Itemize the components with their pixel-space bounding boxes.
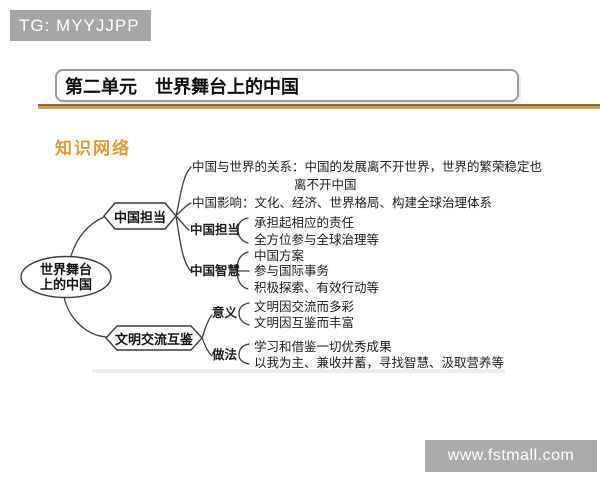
leaf-zuofa-1: 学习和借鉴一切优秀成果 [254,340,392,354]
branch2-label: 文明交流互鉴 [114,331,193,347]
edge-branch1-node1 [175,215,190,231]
tg-badge-text: TG: MYYJJPP [19,16,140,35]
leaf-dandang-1: 承担起相应的责任 [254,216,355,230]
leaf-zuofa-2: 以我为主、兼收并蓄，寻找智慧、汲取营养等 [254,356,505,370]
leaf-relation-line1: 中国与世界的关系：中国的发展离不开世界，世界的繁荣稳定也 [192,160,543,174]
leaf-yiyi-2: 文明因互鉴而丰富 [254,316,355,330]
scan-artifact-band [92,369,505,373]
edge-branch2-node2 [201,337,213,357]
edge-root-to-branch1 [69,216,105,260]
watermark-box: www.fstmall.com [425,440,597,472]
leaf-zhihui-1: 中国方案 [254,249,305,263]
leaf-influence: 中国影响：文化、经济、世界格局、构建全球治理体系 [192,196,493,210]
edge-branch2-node1 [201,314,213,339]
subnode-zhihui-label: 中国智慧 [190,264,241,278]
leaf-zhihui-2: 参与国际事务 [254,264,330,278]
unit-header-box: 第二单元 世界舞台上的中国 [55,69,519,102]
branch1-label: 中国担当 [113,209,166,225]
header-rule [38,104,600,109]
root-label-line2: 上的中国 [39,277,92,292]
edge-branch1-leaf1 [175,166,192,217]
edge-branch1-node2 [175,215,192,272]
edge-root-to-branch2 [63,296,107,338]
edge-branch1-leaf2 [175,202,192,217]
tg-badge: TG: MYYJJPP [10,10,151,41]
brace-yiyi [238,302,250,326]
leaf-yiyi-1: 文明因交流而多彩 [254,300,355,314]
root-node-label: 世界舞台 上的中国 [21,262,111,292]
leaf-relation-line2: 离不开中国 [294,178,357,192]
root-label-line1: 世界舞台 [39,262,92,277]
subnode-dandang-label: 中国担当 [190,223,241,237]
brace-zuofa [238,343,250,365]
leaf-zhihui-3: 积极探索、有效行动等 [254,281,380,295]
unit-title: 第二单元 世界舞台上的中国 [65,76,299,97]
section-title: 知识网络 [55,139,131,158]
leaf-dandang-2: 全方位参与全球治理等 [254,233,380,247]
subnode-zuofa-label: 做法 [212,348,238,362]
subnode-yiyi-label: 意义 [212,306,238,320]
watermark-text: www.fstmall.com [447,447,575,464]
